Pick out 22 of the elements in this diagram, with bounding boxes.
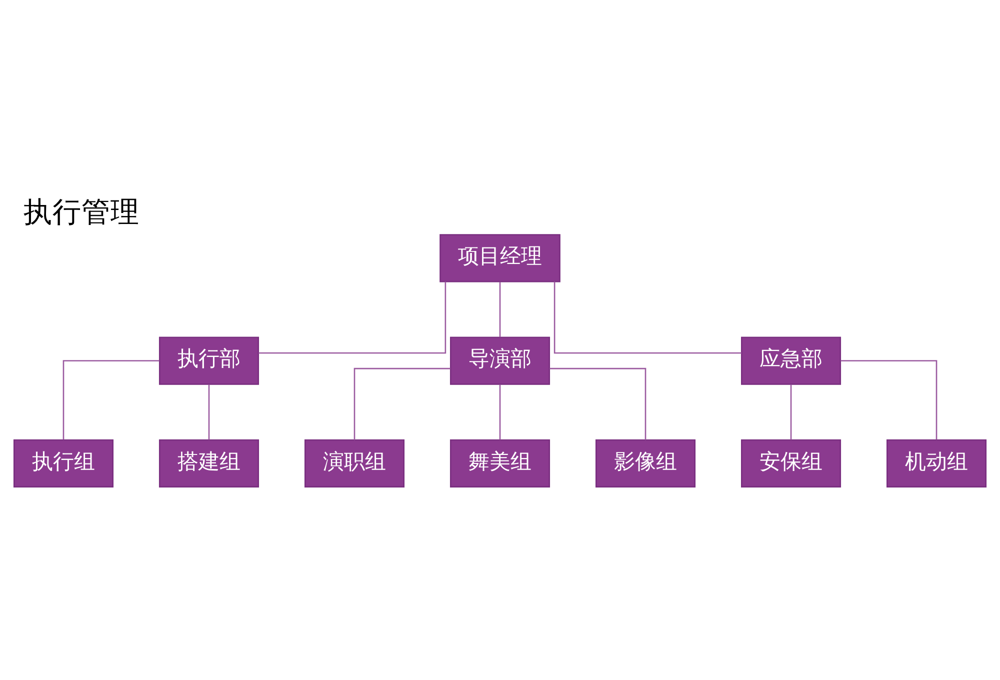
node-box: 应急部 — [741, 336, 842, 385]
node-box: 舞美组 — [450, 439, 550, 488]
connector — [790, 384, 792, 440]
connector — [354, 368, 450, 440]
connector — [499, 282, 501, 338]
node-box: 机动组 — [886, 439, 987, 488]
node-box: 导演部 — [450, 336, 550, 385]
connector — [62, 360, 160, 440]
connector — [499, 384, 501, 440]
node-box: 项目经理 — [440, 234, 560, 282]
node-box: 影像组 — [595, 439, 696, 488]
node-box: 执行部 — [158, 336, 259, 385]
connector — [208, 384, 210, 440]
diagram-title: 执行管理 — [24, 194, 140, 228]
connector — [554, 282, 742, 354]
connector — [258, 282, 446, 354]
node-box: 演职组 — [304, 439, 405, 488]
node-box: 安保组 — [741, 439, 842, 488]
connector — [840, 360, 938, 440]
node-box: 搭建组 — [158, 439, 259, 488]
node-box: 执行组 — [13, 439, 114, 488]
connector — [550, 368, 646, 440]
